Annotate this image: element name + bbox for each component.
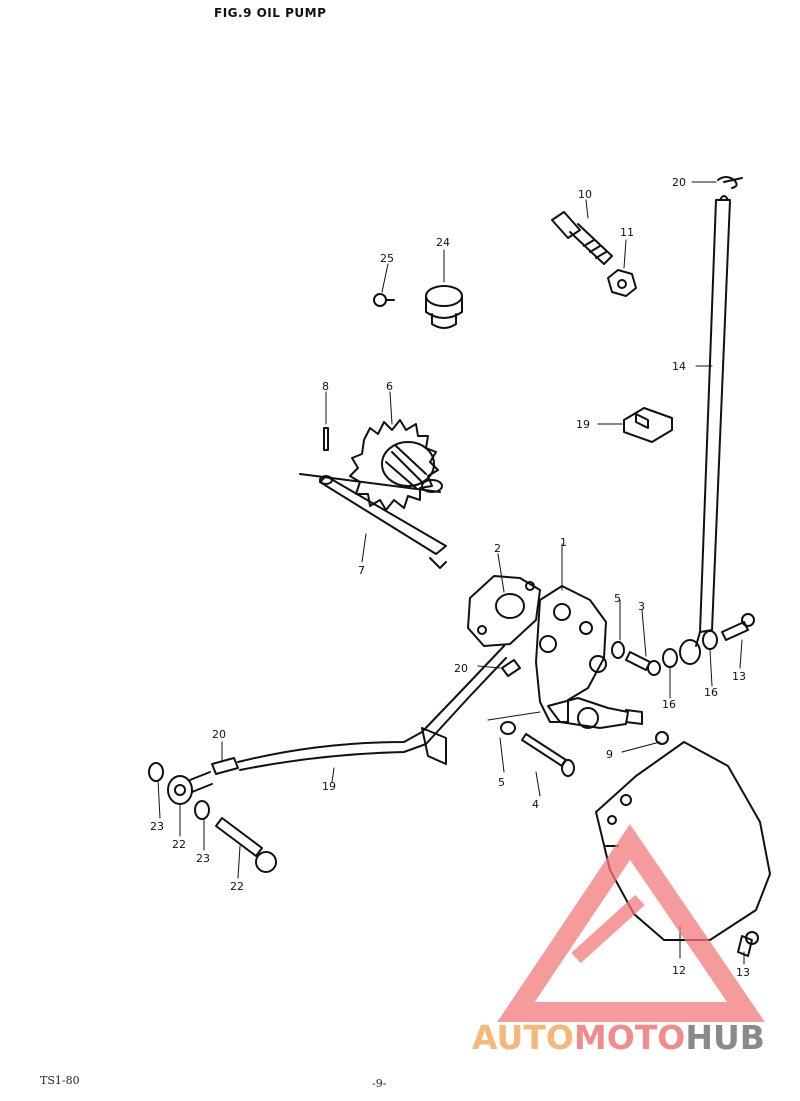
part-18-clip [717,176,743,189]
callout-11: 11 [620,226,634,239]
part-22-bolt [215,817,277,873]
callout-12: 12 [672,964,686,977]
part-23-washer [148,762,210,820]
callout-3: 3 [638,600,645,613]
part-20-hose-clip [211,659,521,775]
part-24-cap [425,285,463,329]
part-11-nut [607,269,637,297]
callout-8: 8 [322,380,329,393]
part-9-plug [655,731,669,745]
callout-18: 20 [672,176,686,189]
callout-5-bottom: 5 [498,776,505,789]
callout-4: 4 [532,798,539,811]
callout-13-bottom: 13 [736,966,750,979]
callout-16-right: 16 [704,686,718,699]
callout-21: 22 [172,838,186,851]
callout-23-top: 23 [150,820,164,833]
watermark-hub: HUB [685,1018,765,1057]
callout-24: 24 [436,236,450,249]
watermark-moto: MOTO [573,1018,686,1057]
part-1-pump-body [535,585,643,729]
part-17-clamp [623,407,673,443]
leader-lines [157,181,745,965]
callout-22: 22 [230,880,244,893]
callout-20-left: 20 [212,728,226,741]
callout-13-top: 13 [732,670,746,683]
part-10-bolt [551,211,613,265]
watermark-logo: AUTOMOTOHUB [472,1018,765,1057]
part-25-screw [373,293,395,307]
callout-6: 6 [386,380,393,393]
callout-2: 2 [494,542,501,555]
callout-1: 1 [560,536,567,549]
page-title: FIG.9 OIL PUMP [214,6,327,20]
part-6-gear [349,419,443,511]
part-4-bolt [521,733,575,777]
watermark-auto: AUTO [472,1018,574,1057]
footer-page-number: -9- [372,1077,387,1090]
callout-25: 25 [380,252,394,265]
callout-14: 14 [672,360,686,373]
callout-7: 7 [358,564,365,577]
part-2-gasket [467,575,541,647]
part-5-washer [500,641,625,735]
part-19-hose [237,645,507,771]
callout-17: 19 [576,418,590,431]
callout-10: 10 [578,188,592,201]
watermark-triangle-icon [497,824,765,1022]
part-13-screw [721,613,759,957]
callout-labels: 10 11 20 24 25 14 8 6 19 7 2 1 5 3 16 16… [150,176,750,979]
part-14-pipe [699,195,731,633]
callout-9: 9 [606,748,613,761]
callout-5-top: 5 [614,592,621,605]
banjo-fitting [679,631,701,665]
part-16-washer [662,630,718,668]
callout-20-top: 20 [454,662,468,675]
footer-model-code: TS1-80 [40,1074,80,1087]
callout-23-bottom: 23 [196,852,210,865]
callout-16-left: 16 [662,698,676,711]
part-8-pin [323,427,329,451]
part-7-shaft [299,473,447,569]
part-21-banjo [167,771,213,805]
callout-19: 19 [322,780,336,793]
part-3-bolt [625,651,661,676]
